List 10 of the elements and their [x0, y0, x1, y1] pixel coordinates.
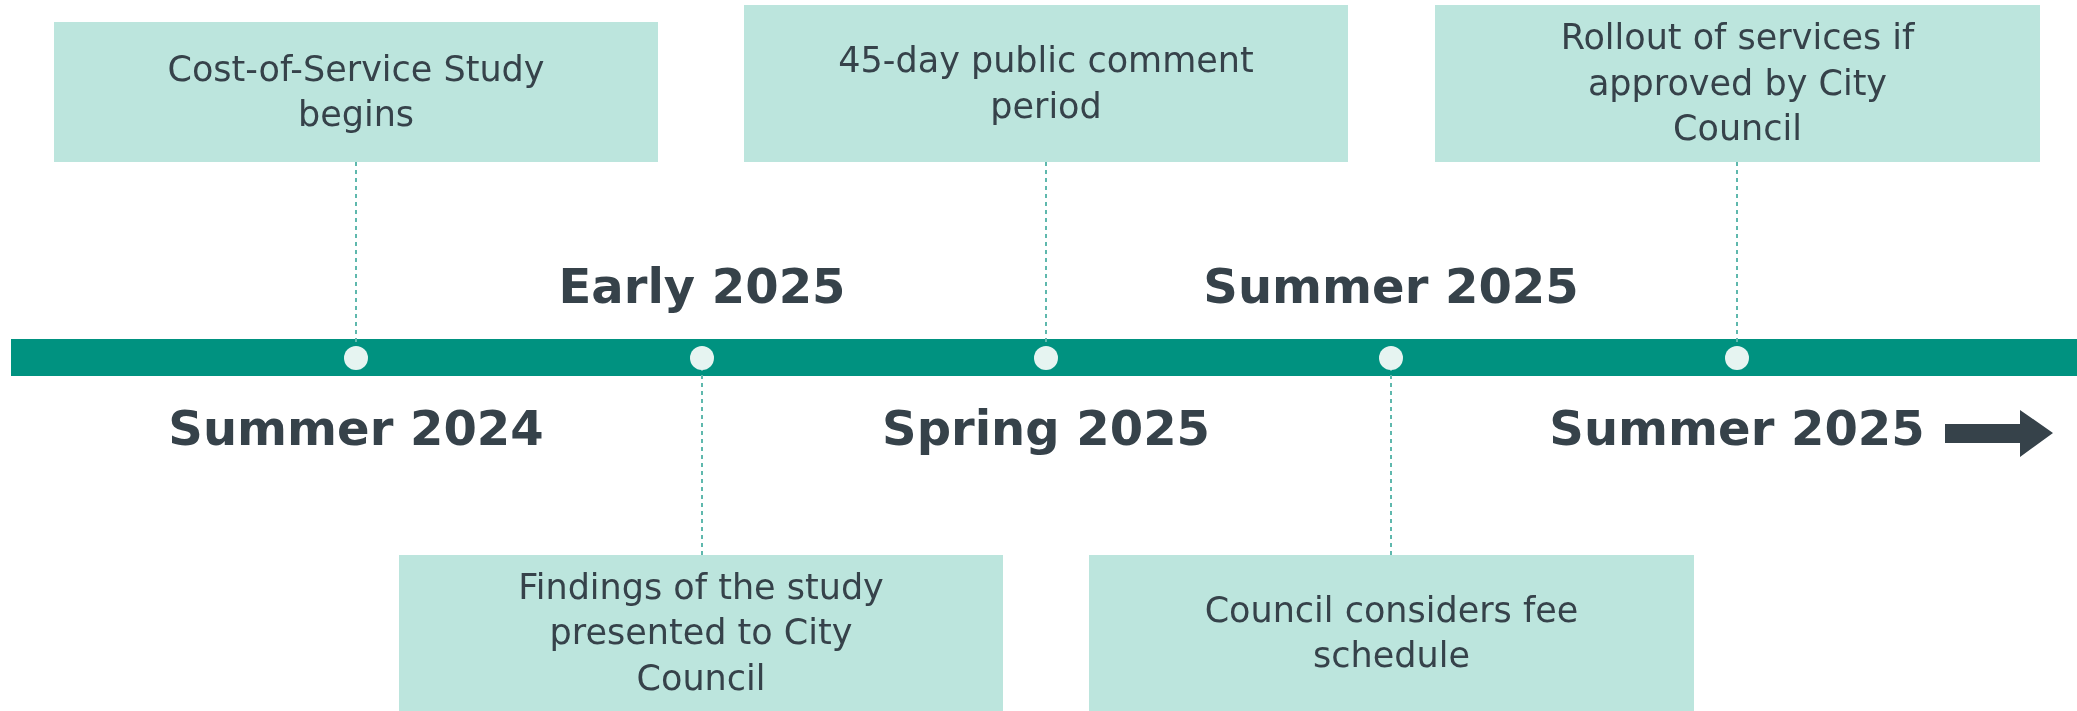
event-box: 45-day public comment period — [744, 5, 1348, 162]
date-label: Summer 2025 — [1203, 262, 1579, 310]
date-label: Summer 2025 — [1549, 404, 1925, 452]
event-box: Cost-of-Service Study begins — [54, 22, 658, 162]
date-label: Summer 2024 — [168, 404, 544, 452]
event-box: Findings of the study presented to City Council — [399, 555, 1003, 711]
leader-line — [1390, 369, 1392, 556]
event-box: Council considers fee schedule — [1089, 555, 1694, 711]
event-box: Rollout of services if approved by City Council — [1435, 5, 2040, 162]
leader-line — [701, 369, 703, 556]
